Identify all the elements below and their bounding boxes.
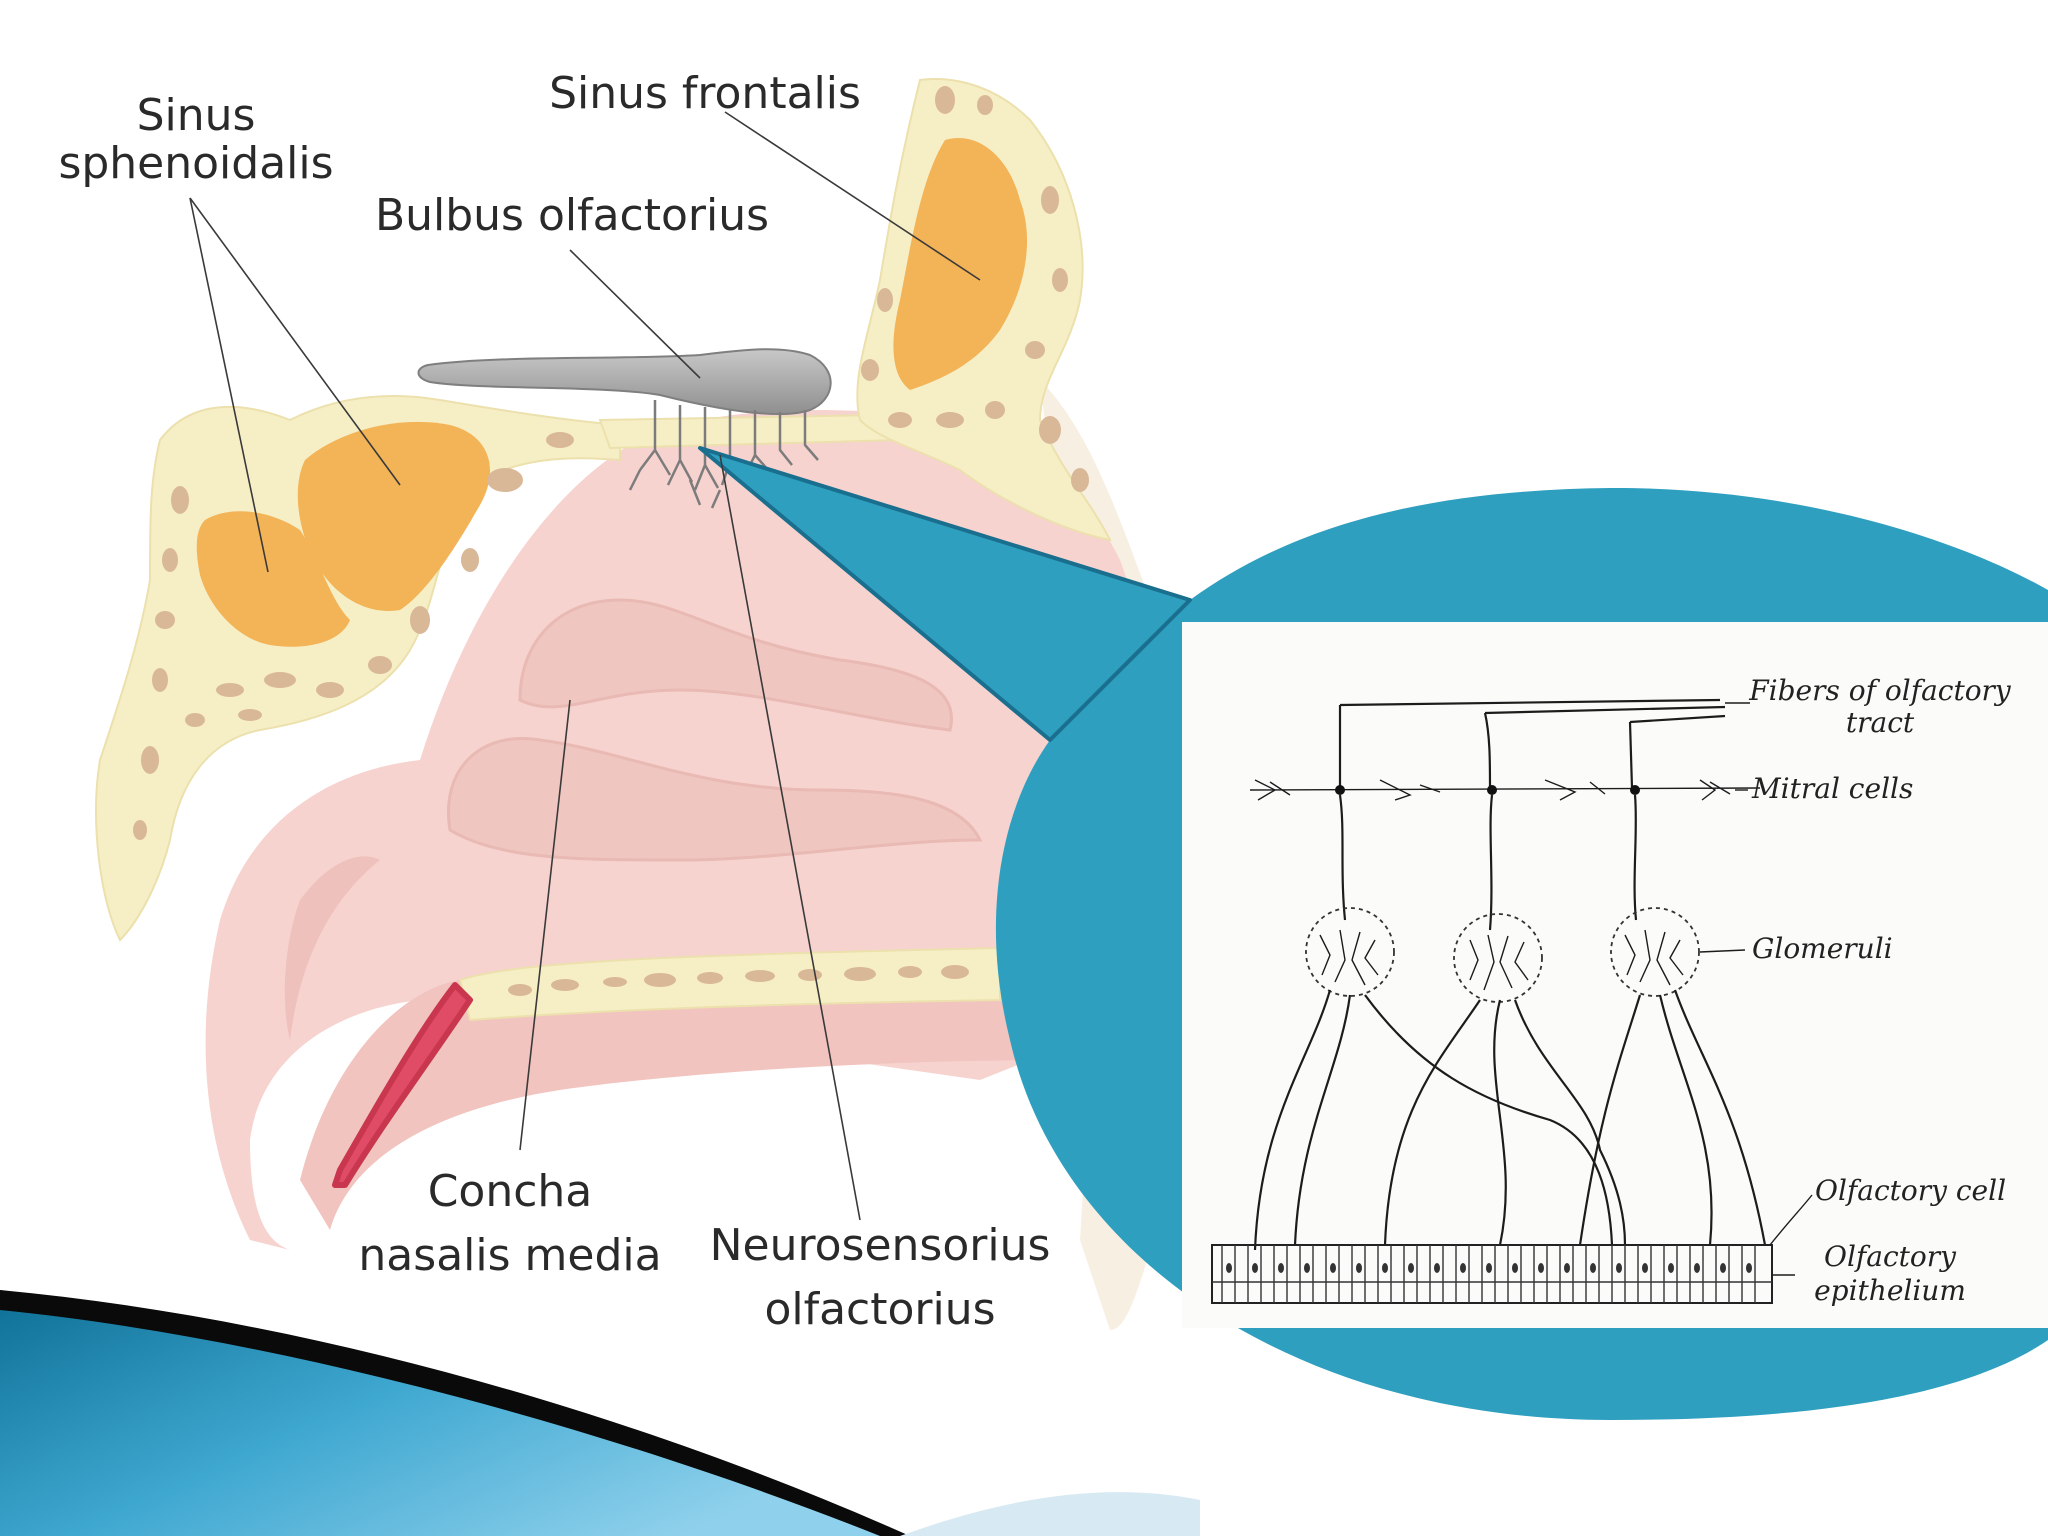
concha-fold-left bbox=[284, 856, 380, 1040]
frontal-bone-holes bbox=[861, 86, 1089, 492]
lower-mucosa bbox=[300, 960, 1060, 1230]
label-sinus-frontalis: Sinus frontalis bbox=[549, 68, 861, 119]
slide-decoration bbox=[0, 1290, 1200, 1536]
inset-label-fibers-line2: tract bbox=[1846, 706, 1915, 739]
concha-media bbox=[447, 737, 983, 862]
histology-inset: Fibers of olfactory tract Mitral cells G… bbox=[1182, 622, 2048, 1328]
inset-label-fibers-line1: Fibers of olfactory bbox=[1748, 674, 2012, 707]
inset-label-olfactory-cell: Olfactory cell bbox=[1815, 1174, 2006, 1207]
inset-panel bbox=[1182, 622, 2048, 1328]
label-neuro-line2: olfactorius bbox=[764, 1284, 995, 1335]
label-bulbus-olfactorius: Bulbus olfactorius bbox=[375, 190, 769, 241]
red-tissue bbox=[332, 982, 473, 1188]
label-neuro-line1: Neurosensorius bbox=[710, 1220, 1051, 1271]
sinus-sphenoidalis-posterior bbox=[196, 511, 350, 647]
sinus-frontalis-shape bbox=[893, 138, 1028, 390]
sinus-sphenoidalis-anterior bbox=[297, 421, 490, 611]
slide-swoosh bbox=[0, 1290, 900, 1536]
sphenoid-bone-holes bbox=[133, 432, 574, 840]
labels: Sinus sphenoidalis Sinus frontalis Bulbu… bbox=[58, 68, 1050, 1335]
label-concha-line1: Concha bbox=[428, 1166, 593, 1217]
palate-bone bbox=[458, 946, 1001, 1022]
label-sinus-sphenoidalis-line2: sphenoidalis bbox=[58, 138, 333, 189]
slide-swoosh-light bbox=[900, 1492, 1200, 1536]
callout-pointer bbox=[698, 446, 1192, 742]
label-sinus-sphenoidalis-line1: Sinus bbox=[137, 90, 256, 141]
inset-label-epithelium-line2: epithelium bbox=[1814, 1274, 1966, 1307]
inset-label-mitral: Mitral cells bbox=[1751, 772, 1913, 805]
inset-label-glomeruli: Glomeruli bbox=[1752, 932, 1893, 965]
concha-superior bbox=[518, 598, 953, 732]
epithelium-cells bbox=[1212, 1245, 1772, 1303]
label-concha-line2: nasalis media bbox=[358, 1230, 661, 1281]
slide-swoosh-shadow bbox=[0, 1290, 910, 1536]
leader-lines bbox=[189, 111, 981, 1221]
bulbus-olfactorius-shape bbox=[417, 348, 832, 415]
inset-label-epithelium-line1: Olfactory bbox=[1824, 1240, 1957, 1273]
